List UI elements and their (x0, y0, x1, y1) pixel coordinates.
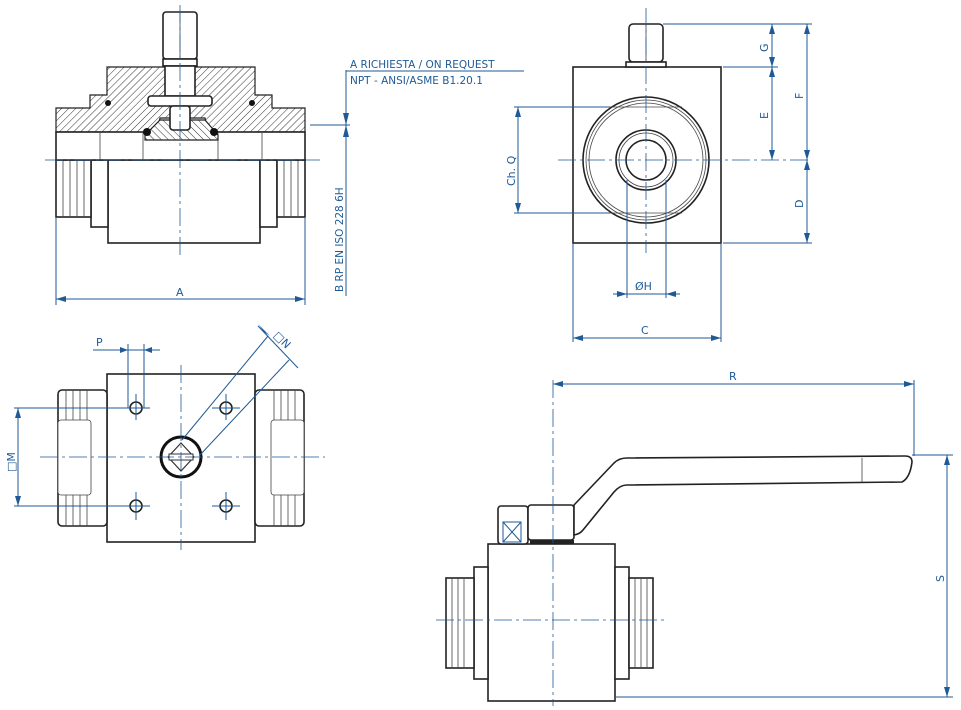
top-view: □M P □N (5, 324, 325, 550)
dimension-label-e: E (758, 112, 771, 119)
dimension-label-g: G (758, 43, 771, 52)
dimension-label-n: □N (271, 329, 293, 351)
side-left-thread (445, 577, 475, 669)
end-view: Ch. Q G E F D ØH C (505, 8, 812, 342)
thread-standard-note: B RP EN ISO 228 6H (334, 187, 346, 292)
dimension-label-f: F (793, 93, 806, 99)
dimension-label-q: Ch. Q (505, 155, 518, 186)
npt-standard-note: NPT - ANSI/ASME B1.20.1 (350, 75, 483, 87)
side-left-shoulder (473, 566, 489, 680)
dimension-line-n (257, 325, 299, 369)
dimension-label-a: A (176, 286, 184, 299)
dimension-label-p: P (96, 336, 103, 349)
side-right-shoulder (614, 566, 630, 680)
right-shoulder (259, 159, 278, 228)
side-body (487, 543, 616, 702)
dimension-label-c: C (641, 324, 649, 337)
notes-block: A RICHIESTA / ON REQUEST NPT - ANSI/ASME… (346, 59, 524, 87)
seat-seal-left (143, 128, 151, 136)
left-thread (55, 159, 92, 218)
dimension-label-d: D (793, 200, 806, 208)
seal-right (249, 100, 255, 106)
side-view-with-handle: R S (436, 370, 953, 706)
bore-section (55, 131, 306, 161)
body-lower (107, 159, 261, 244)
seat-seal-right (210, 128, 218, 136)
dimension-label-m: □M (5, 452, 18, 472)
section-view: A B RP EN ISO 228 6H (45, 5, 350, 305)
dimension-label-r: R (729, 370, 737, 383)
seal-left (105, 100, 111, 106)
dimension-label-s: S (934, 575, 947, 582)
handle-hub (527, 504, 575, 541)
on-request-note: A RICHIESTA / ON REQUEST (350, 59, 495, 71)
left-shoulder (90, 159, 109, 228)
dimension-label-h: ØH (635, 280, 652, 293)
handle-lever (573, 455, 913, 536)
